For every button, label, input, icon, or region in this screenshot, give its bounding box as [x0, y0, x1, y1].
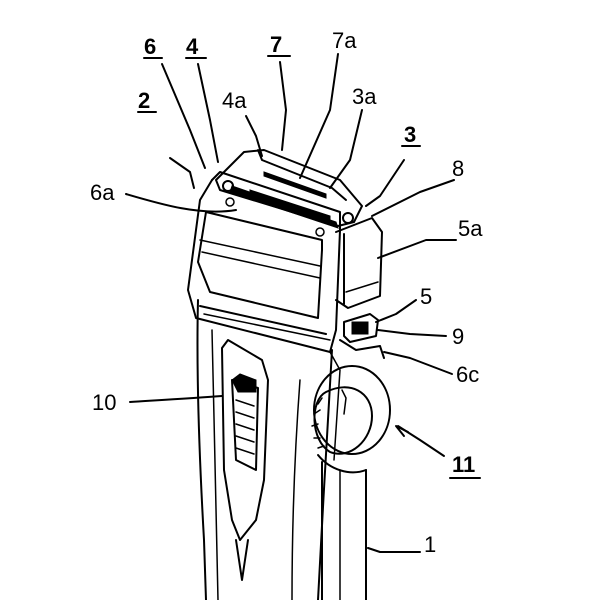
label-4: 4: [186, 34, 199, 59]
label-11: 11: [452, 452, 475, 477]
label-1: 1: [424, 532, 436, 557]
label-5a: 5a: [458, 216, 483, 241]
label-4a: 4a: [222, 88, 247, 113]
label-2: 2: [138, 88, 150, 113]
dial-11: [311, 365, 391, 455]
label-6c: 6c: [456, 362, 479, 387]
label-10: 10: [92, 390, 116, 415]
label-3a: 3a: [352, 84, 377, 109]
label-7: 7: [270, 32, 282, 57]
cutter-head: [215, 149, 363, 237]
label-3: 3: [404, 122, 416, 147]
head-housing: [187, 171, 385, 461]
trimmer-10: [221, 339, 269, 581]
leader-lines: [125, 53, 457, 553]
label-6: 6: [144, 34, 156, 59]
handle-body: [196, 299, 367, 600]
label-9: 9: [452, 324, 464, 349]
reference-labels: 6 4 7 7a 2 4a 3a 3 8 6a 5a 5 9 6c 10 11 …: [90, 28, 483, 557]
label-8: 8: [452, 156, 464, 181]
label-5: 5: [420, 284, 432, 309]
label-6a: 6a: [90, 180, 115, 205]
label-7a: 7a: [332, 28, 357, 53]
